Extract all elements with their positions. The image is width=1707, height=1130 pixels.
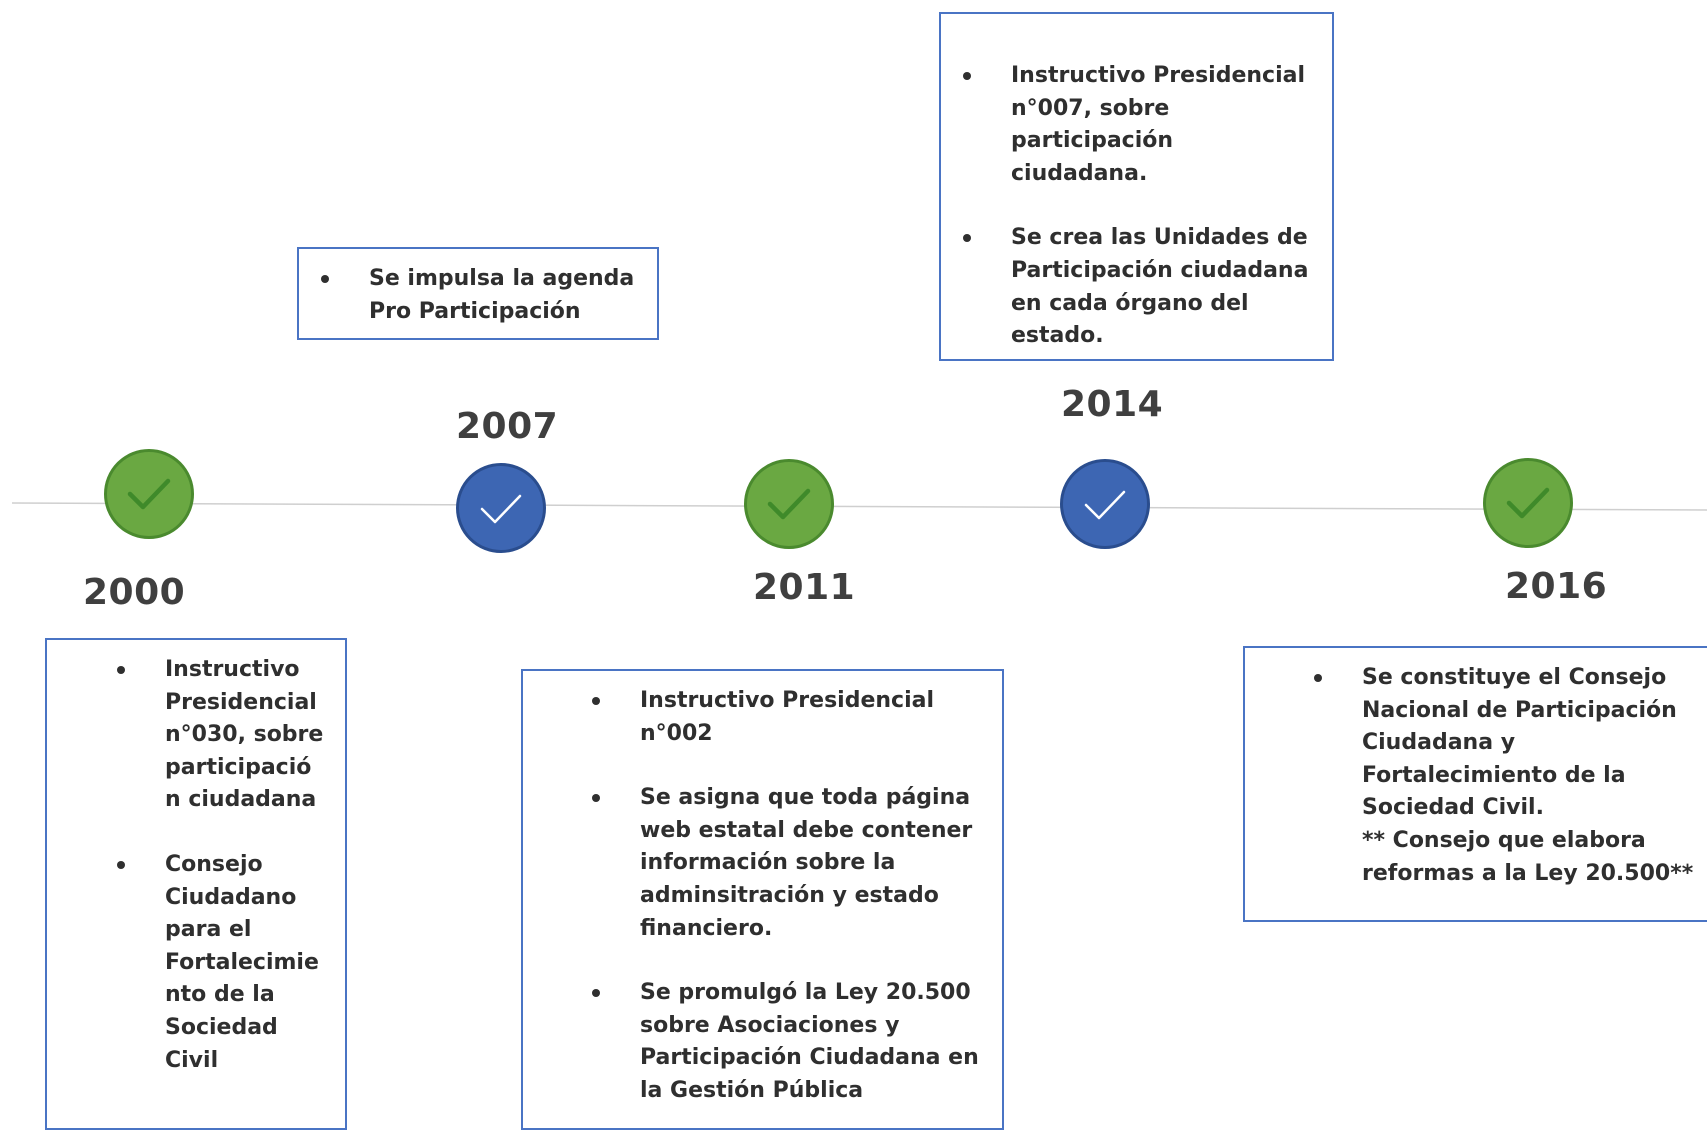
event-box-2007: Se impulsa la agenda Pro Participación (297, 247, 659, 340)
event-box-2014: Instructivo Presidencial n°007, sobre pa… (939, 12, 1334, 361)
timeline-node-2000 (104, 449, 194, 539)
event-box-2011: Instructivo Presidencial n°002 Se asigna… (521, 669, 1004, 1130)
check-icon (127, 478, 171, 510)
event-item: Se impulsa la agenda Pro Participación (321, 263, 657, 328)
timeline-node-2014 (1060, 459, 1150, 549)
event-item: Instructivo Presidencial n°007, sobre pa… (963, 60, 1332, 190)
check-icon (767, 488, 811, 520)
year-label-2016: 2016 (1505, 566, 1608, 607)
event-item: Instructivo Presidencial n°030, sobre pa… (117, 654, 345, 817)
event-item: Se asigna que toda página web estatal de… (592, 782, 1002, 945)
event-box-2000: Instructivo Presidencial n°030, sobre pa… (45, 638, 347, 1130)
check-icon (480, 494, 522, 524)
year-label-2000: 2000 (83, 572, 186, 613)
check-icon (1084, 490, 1126, 520)
event-item: Se promulgó la Ley 20.500 sobre Asociaci… (592, 977, 1002, 1107)
year-label-2014: 2014 (1061, 384, 1164, 425)
timeline-node-2007 (456, 463, 546, 553)
event-item: Instructivo Presidencial n°002 (592, 685, 1002, 750)
timeline-node-2011 (744, 459, 834, 549)
event-item: Se crea las Unidades de Participación ci… (963, 222, 1332, 352)
event-item: Consejo Ciudadano para el Fortalecimie n… (117, 849, 345, 1077)
event-box-2016: Se constituye el Consejo Nacional de Par… (1243, 646, 1707, 922)
timeline-node-2016 (1483, 458, 1573, 548)
event-item: Se constituye el Consejo Nacional de Par… (1314, 662, 1707, 890)
year-label-2007: 2007 (456, 406, 559, 447)
check-icon (1506, 487, 1550, 519)
year-label-2011: 2011 (753, 567, 856, 608)
